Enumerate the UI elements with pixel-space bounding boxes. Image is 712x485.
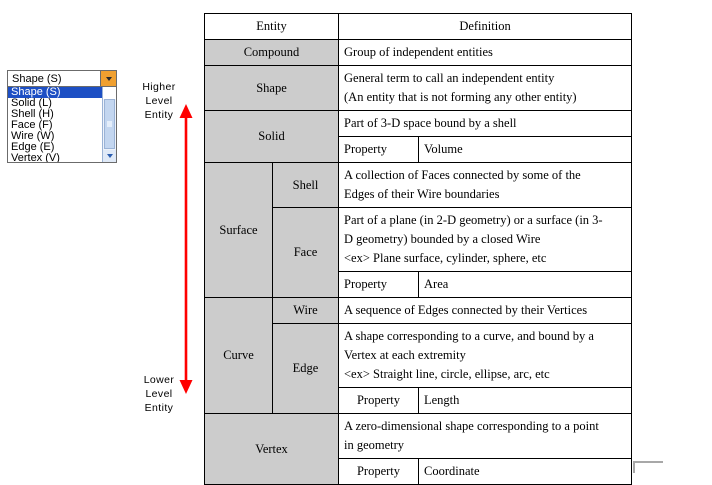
property-label-cell: Property (338, 387, 419, 414)
scrollbar-top-spacer (103, 87, 116, 99)
property-value-cell: Coordinate (417, 458, 633, 485)
dropdown-selected-value: Shape (S) (12, 73, 62, 85)
table-row: Surface Shell A collection of Faces conn… (204, 162, 633, 298)
definition-cell: Part of a plane (in 2-D geometry) or a s… (337, 207, 633, 272)
list-item[interactable]: Solid (L) (11, 97, 52, 109)
table-row-property: Property Area (205, 271, 633, 298)
definition-cell: A zero-dimensional shape corresponding t… (337, 413, 633, 459)
definition-line: Part of a plane (in 2-D geometry) or a s… (344, 213, 603, 227)
property-label-cell: Property (338, 458, 419, 485)
definition-line: Group of independent entities (344, 45, 493, 59)
table-row: Shape General term to call an independen… (204, 65, 633, 111)
definition-line: A zero-dimensional shape corresponding t… (344, 419, 599, 433)
table-row-property: Property Volume (205, 136, 633, 163)
definition-line: A sequence of Edges connected by their V… (344, 303, 588, 317)
table-row: Compound Group of independent entities (204, 39, 633, 66)
label-line: Level (145, 95, 173, 107)
list-item[interactable]: Face (F) (11, 119, 53, 131)
entity-name-cell: Surface (204, 162, 273, 298)
dropdown-scrollbar[interactable] (102, 87, 116, 162)
property-value-cell: Length (417, 387, 633, 414)
dropdown-option-list[interactable]: Shape (S) Solid (L) Shell (H) Face (F) W… (7, 87, 117, 163)
sub-entity-name-cell: Wire (272, 297, 339, 324)
table-row: Edge A shape corresponding to a curve, a… (205, 323, 633, 414)
list-item[interactable]: Edge (E) (11, 141, 55, 153)
definition-line: General term to call an independent enti… (344, 71, 555, 85)
higher-level-entity-label: Higher Level Entity (128, 80, 190, 122)
definition-cell: A sequence of Edges connected by their V… (337, 297, 633, 324)
chevron-down-icon (106, 154, 113, 158)
table-row: Vertex A zero-dimensional shape correspo… (204, 413, 633, 485)
definition-cell: Part of 3-D space bound by a shell (337, 110, 633, 137)
list-item[interactable]: Shape (S) (8, 87, 102, 98)
property-label-cell: Property (338, 271, 419, 298)
definition-cell: A shape corresponding to a curve, and bo… (337, 323, 633, 388)
table-row-property: Property Length (205, 387, 633, 414)
sub-entity-name-cell: Face (272, 207, 339, 298)
label-line: Entity (144, 109, 174, 121)
chevron-down-icon[interactable] (100, 71, 116, 86)
dropdown-closed-box[interactable]: Shape (S) (7, 70, 117, 87)
entity-name-cell: Vertex (204, 413, 339, 485)
definition-line: in geometry (344, 438, 405, 452)
column-header-definition: Definition (337, 13, 633, 40)
scrollbar-track[interactable] (103, 99, 116, 150)
sub-entity-name-cell: Shell (272, 162, 339, 208)
table-row: Solid Part of 3-D space bound by a shell (204, 110, 633, 163)
entity-name-cell: Curve (204, 297, 273, 414)
dropdown-options: Shape (S) Solid (L) Shell (H) Face (F) W… (8, 87, 102, 162)
label-line: Level (145, 388, 173, 400)
table-row: Face Part of a plane (in 2-D geometry) o… (205, 207, 633, 298)
property-value-cell: Volume (417, 136, 633, 163)
entity-name-cell: Shape (204, 65, 339, 111)
definition-line: A shape corresponding to a curve, and bo… (344, 329, 594, 343)
hierarchy-level-annotation: Higher Level Entity Lower Level Entity (128, 78, 200, 423)
definition-line: <ex> Plane surface, cylinder, sphere, et… (344, 251, 547, 265)
definition-cell: A collection of Faces connected by some … (337, 162, 633, 208)
definition-line: <ex> Straight line, circle, ellipse, arc… (344, 367, 550, 381)
definition-line: Part of 3-D space bound by a shell (344, 116, 517, 130)
sub-entity-name-cell: Edge (272, 323, 339, 414)
label-line: Higher (142, 81, 176, 93)
list-item[interactable]: Wire (W) (11, 130, 55, 142)
definition-cell: General term to call an independent enti… (337, 65, 633, 111)
label-line: Lower (143, 374, 175, 386)
table-header-row: Entity Definition (204, 13, 633, 40)
definition-line: (An entity that is not forming any other… (344, 90, 577, 104)
list-item[interactable]: Vertex (V) (11, 152, 60, 163)
page-corner-mark (633, 461, 663, 473)
definition-line: Edges of their Wire boundaries (344, 187, 500, 201)
definition-line: D geometry) bounded by a closed Wire (344, 232, 541, 246)
definition-line: A collection of Faces connected by some … (344, 168, 581, 182)
property-value-cell: Area (417, 271, 633, 298)
entity-type-dropdown[interactable]: Shape (S) Shape (S) Solid (L) Shell (H) … (7, 70, 117, 163)
table-row: Curve Wire A sequence of Edges connected… (204, 297, 633, 414)
list-item[interactable]: Shell (H) (11, 108, 54, 120)
chevron-down-glyph (105, 76, 112, 81)
definition-cell: Group of independent entities (337, 39, 633, 66)
label-line: Entity (144, 402, 174, 414)
scrollbar-thumb[interactable] (104, 99, 115, 149)
double-headed-vertical-arrow-icon (179, 104, 193, 394)
definition-line: Vertex at each extremity (344, 348, 466, 362)
entity-definition-table: Entity Definition Compound Group of inde… (204, 13, 633, 485)
property-label-cell: Property (338, 136, 419, 163)
entity-name-cell: Compound (204, 39, 339, 66)
entity-name-cell: Solid (204, 110, 339, 163)
lower-level-entity-label: Lower Level Entity (128, 373, 190, 415)
scroll-down-button[interactable] (103, 150, 116, 162)
column-header-entity: Entity (204, 13, 339, 40)
